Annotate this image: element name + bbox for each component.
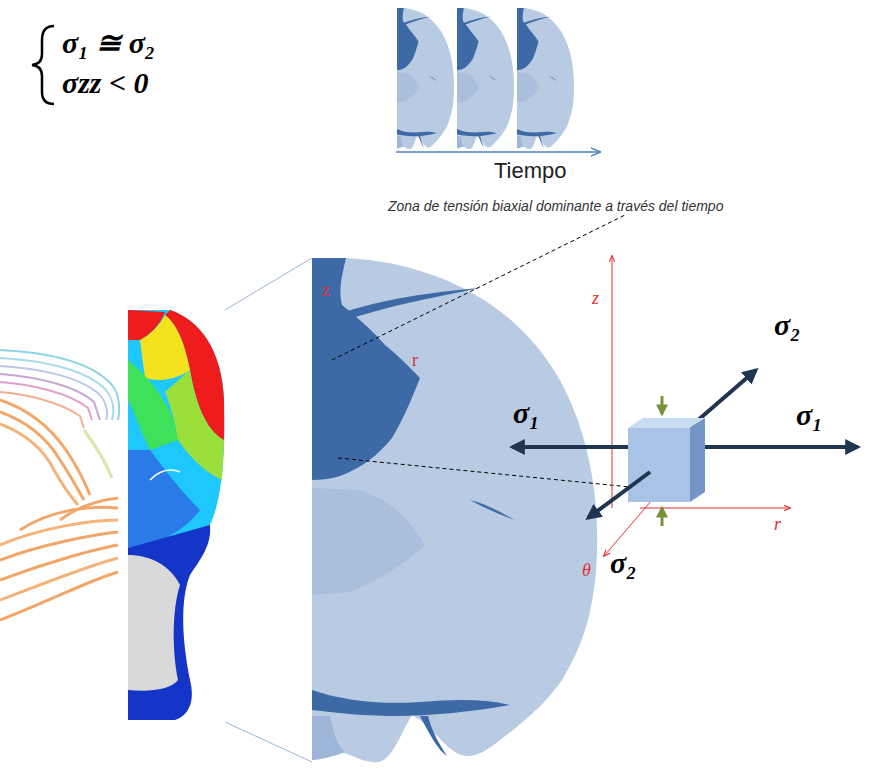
axis-label: z: [592, 288, 599, 309]
compression-arrow: [661, 396, 664, 414]
axis-title: Tiempo: [494, 158, 567, 183]
stress-symbol: σ₁: [513, 396, 540, 431]
time-axis: [396, 151, 600, 153]
brace: [32, 26, 54, 104]
axis-label: θ: [582, 560, 591, 581]
stress-cube: [628, 418, 705, 502]
caption-note: Zona de tensión biaxial dominante a trav…: [388, 198, 723, 214]
sigma2-arrow: [588, 472, 650, 518]
time-thumbnails: [397, 8, 574, 149]
fem-contour: [128, 310, 224, 720]
zoomed-region: [312, 258, 597, 762]
axis-label: r: [412, 350, 418, 371]
guide-line: [338, 458, 640, 488]
stress-symbol: σ₂: [610, 546, 637, 581]
equation-line: σ₁ ≅ σ₂: [62, 26, 155, 61]
zoom-line: [225, 722, 312, 762]
guide-line: [332, 215, 625, 360]
axis-label: r: [774, 514, 781, 535]
sigma1-arrow: [705, 445, 858, 449]
sigma1-arrow: [512, 445, 628, 449]
layered-model: [0, 350, 119, 620]
axis-label: z: [322, 280, 330, 301]
stress-symbol: σ₂: [774, 308, 801, 343]
compression-arrow: [661, 508, 664, 526]
equation-line: σzz < 0: [62, 66, 149, 101]
stress-symbol: σ₁: [796, 398, 823, 433]
z-axis: [612, 256, 613, 508]
zoom-line: [225, 258, 312, 310]
